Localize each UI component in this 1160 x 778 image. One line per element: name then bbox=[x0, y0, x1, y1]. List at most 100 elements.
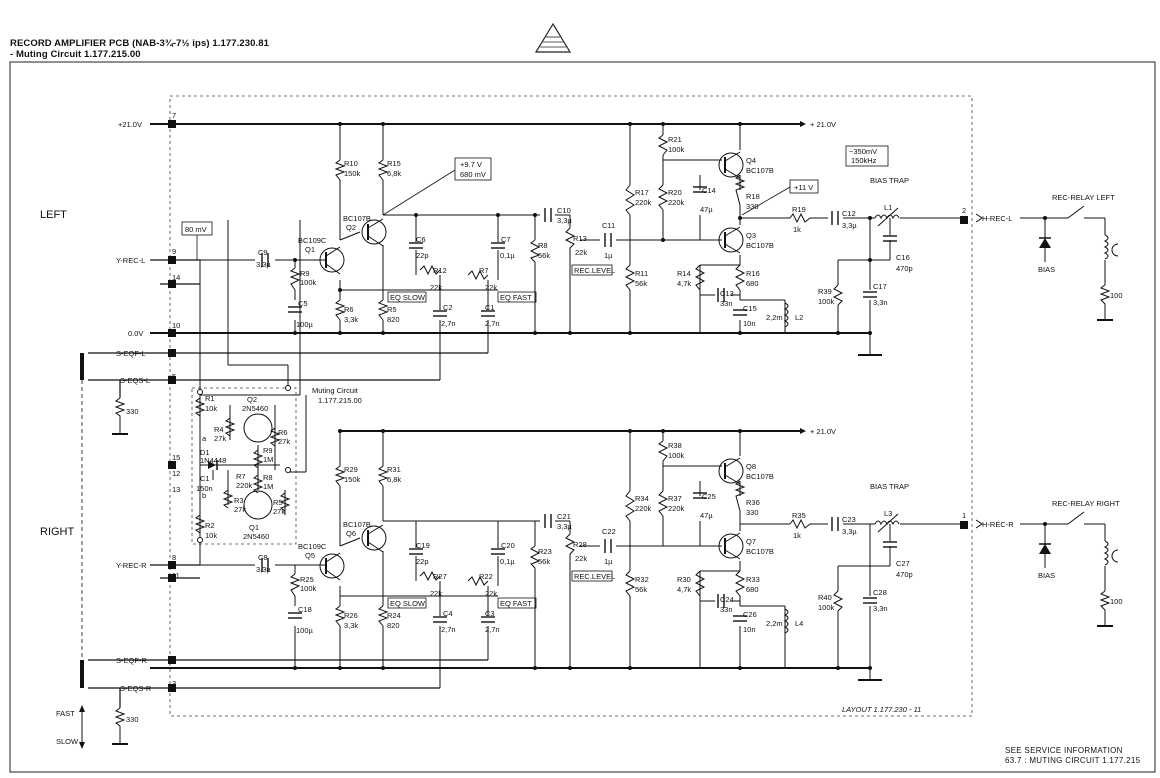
pin-11: 11 bbox=[172, 571, 180, 580]
left-c2: C2 bbox=[443, 303, 453, 312]
studer-logo bbox=[534, 22, 572, 53]
right-r32-value: 56k bbox=[635, 585, 647, 594]
pin-1: 1 bbox=[962, 511, 966, 520]
right-r29: R29 bbox=[344, 465, 358, 474]
right-c3-value: 2,7n bbox=[485, 625, 500, 634]
left-r6-value: 3,3k bbox=[344, 315, 358, 324]
left-c9: C9 bbox=[258, 248, 268, 257]
right-q8: Q8 bbox=[746, 462, 756, 471]
left-r7: R7 bbox=[479, 266, 489, 275]
annot-150khz: 150kHz bbox=[851, 156, 877, 165]
r330-right: 330 bbox=[126, 715, 139, 724]
left-r6: R6 bbox=[344, 305, 354, 314]
input-y-rec-r: Y-REC-R bbox=[116, 561, 147, 570]
right-c28-value: 3,3n bbox=[873, 604, 888, 613]
left-c11-value: 1µ bbox=[604, 251, 613, 260]
right-r26: R26 bbox=[344, 611, 358, 620]
left-r14: R14 bbox=[677, 269, 691, 278]
left-r14-value: 4,7k bbox=[677, 279, 691, 288]
right-c22-value: 1µ bbox=[604, 557, 613, 566]
right-c26-value: 10n bbox=[743, 625, 756, 634]
muting-labels: Muting Circuit 1.177.215.00 R1 10k R2 10… bbox=[196, 386, 362, 541]
right-c19-value: 22p bbox=[416, 557, 429, 566]
pin-15: 15 bbox=[172, 453, 180, 462]
annot-eq-fast-right: EQ FAST bbox=[500, 599, 532, 608]
left-c6-value: 22p bbox=[416, 251, 429, 260]
right-c4-value: 2,7n bbox=[441, 625, 456, 634]
right-l4-value: 2,2m bbox=[766, 619, 783, 628]
right-r27-value: 22k bbox=[430, 589, 442, 598]
rail-21v-right: + 21.0V bbox=[810, 120, 836, 129]
mute-r6: R6 bbox=[278, 428, 288, 437]
left-r12-value: 22k bbox=[430, 283, 442, 292]
mute-d1: D1 bbox=[200, 448, 210, 457]
right-r38-value: 100k bbox=[668, 451, 685, 460]
right-r22: R22 bbox=[479, 572, 493, 581]
left-r15-value: 6,8k bbox=[387, 169, 401, 178]
mute-r8: R8 bbox=[263, 473, 273, 482]
input-s-eqf-l: S-EQF-L bbox=[116, 349, 146, 358]
annot-11v: +11 V bbox=[794, 183, 813, 192]
pin-10: 10 bbox=[172, 321, 180, 330]
left-c15: C15 bbox=[743, 304, 757, 313]
right-r34: R34 bbox=[635, 494, 649, 503]
mute-r9: R9 bbox=[263, 446, 273, 455]
left-c17: C17 bbox=[873, 282, 887, 291]
right-r30: R30 bbox=[677, 575, 691, 584]
left-r5-value: 820 bbox=[387, 315, 400, 324]
annot-eq-slow-right: EQ SLOW bbox=[390, 599, 426, 608]
right-c18: C18 bbox=[298, 605, 312, 614]
right-c25-value: 47µ bbox=[700, 511, 713, 520]
right-r29-value: 150k bbox=[344, 475, 361, 484]
right-r24: R24 bbox=[387, 611, 401, 620]
left-r18-value: 330 bbox=[746, 202, 759, 211]
right-r28-value: 22k bbox=[575, 554, 587, 563]
left-channel-wiring bbox=[199, 124, 960, 565]
rail-21v-left: +21.0V bbox=[118, 120, 142, 129]
mute-r4-value: 27k bbox=[214, 434, 226, 443]
pin-14: 14 bbox=[172, 273, 180, 282]
left-c17-value: 3,3n bbox=[873, 298, 888, 307]
right-c18-value: 100µ bbox=[296, 626, 314, 635]
pin-7: 7 bbox=[172, 111, 176, 120]
muting-number: 1.177.215.00 bbox=[318, 396, 362, 405]
mute-r4: R4 bbox=[214, 425, 224, 434]
label-slow: SLOW bbox=[56, 737, 79, 746]
pin-8: 8 bbox=[172, 553, 176, 562]
right-r30-value: 4,7k bbox=[677, 585, 691, 594]
power-rails bbox=[150, 123, 870, 669]
left-l2: L2 bbox=[795, 313, 803, 322]
annot-9-7v: +9.7 V bbox=[460, 160, 482, 169]
mute-c1-value: 150n bbox=[196, 484, 213, 493]
bias-left-label: BIAS bbox=[1038, 265, 1055, 274]
right-c3: C3 bbox=[485, 609, 495, 618]
left-r15: R15 bbox=[387, 159, 401, 168]
pin-13: 13 bbox=[172, 485, 180, 494]
mute-c1: C1 bbox=[200, 474, 210, 483]
left-c5: C5 bbox=[298, 299, 308, 308]
annot-rec-level-left: REC.LEVEL bbox=[574, 266, 615, 275]
left-r16: R16 bbox=[746, 269, 760, 278]
relay-left-label: REC-RELAY LEFT bbox=[1052, 193, 1115, 202]
left-r12: R12 bbox=[433, 266, 447, 275]
left-c15-value: 10n bbox=[743, 319, 756, 328]
layout-label: LAYOUT 1.177.230 - 11 bbox=[842, 705, 921, 714]
pin-5: 5 bbox=[172, 372, 176, 381]
left-r10-value: 150k bbox=[344, 169, 361, 178]
left-r18: R18 bbox=[746, 192, 760, 201]
right-c8: C8 bbox=[258, 553, 268, 562]
left-r21: R21 bbox=[668, 135, 682, 144]
annot-bias-trap-right: BIAS TRAP bbox=[870, 482, 909, 491]
left-c7: C7 bbox=[501, 235, 511, 244]
mute-r3-value: 27k bbox=[234, 505, 246, 514]
right-r40: R40 bbox=[818, 593, 832, 602]
right-c25: C25 bbox=[702, 492, 716, 501]
left-q2-type: BC107B bbox=[343, 214, 371, 223]
right-c19: C19 bbox=[416, 541, 430, 550]
service-note-line2: 63.7 : MUTING CIRCUIT 1.177.215 bbox=[1005, 756, 1141, 765]
right-r23-value: 56k bbox=[538, 557, 550, 566]
right-q8-type: BC107B bbox=[746, 472, 774, 481]
right-l3: L3 bbox=[884, 509, 892, 518]
left-q1: Q1 bbox=[305, 245, 315, 254]
annot-eq-fast-left: EQ FAST bbox=[500, 293, 532, 302]
